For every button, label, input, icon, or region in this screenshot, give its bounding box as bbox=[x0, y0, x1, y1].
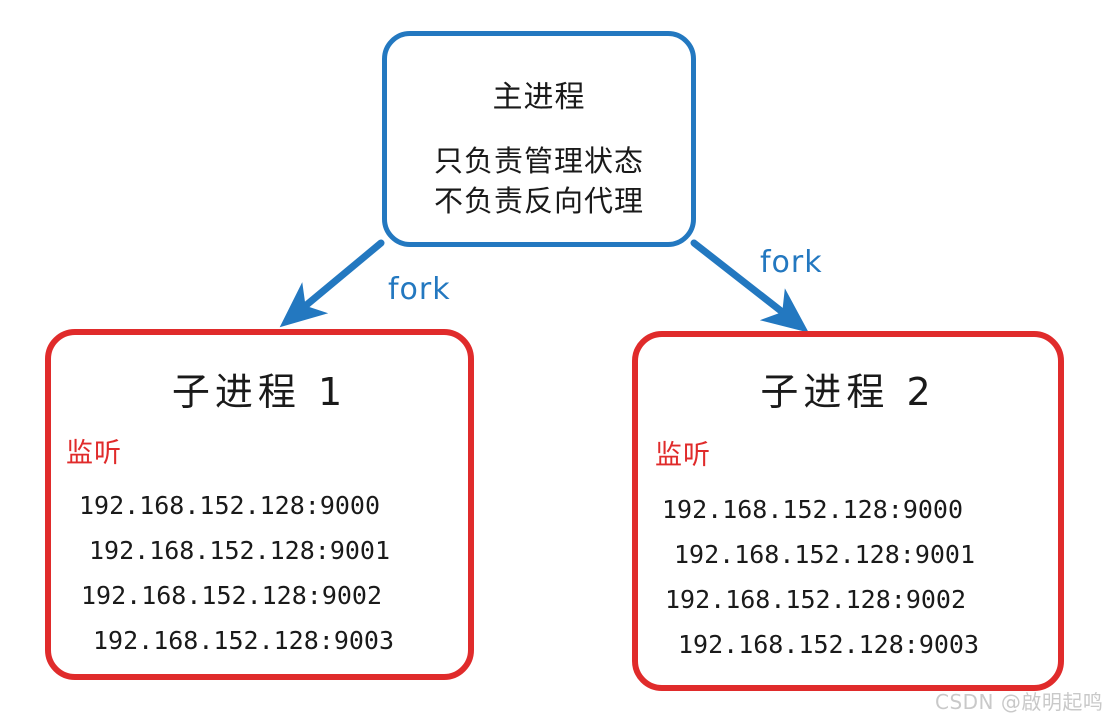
child-process-2-box: 子进程 2 监听 192.168.152.128:9000 192.168.15… bbox=[632, 331, 1064, 691]
child-process-1-listen-label: 监听 bbox=[66, 438, 122, 469]
child-process-2-address-list: 192.168.152.128:9000 192.168.152.128:900… bbox=[638, 487, 1058, 667]
list-item: 192.168.152.128:9002 bbox=[665, 585, 967, 614]
list-item: 192.168.152.128:9001 bbox=[89, 536, 391, 565]
list-item: 192.168.152.128:9002 bbox=[81, 581, 383, 610]
parent-process-title: 主进程 bbox=[492, 80, 586, 115]
child-process-1-address-list: 192.168.152.128:9000 192.168.152.128:900… bbox=[51, 483, 468, 663]
parent-process-box: 主进程 只负责管理状态 不负责反向代理 bbox=[382, 31, 696, 247]
child-process-1-title: 子进程 1 bbox=[171, 370, 348, 414]
csdn-watermark: CSDN @啟明起鸣 bbox=[935, 690, 1104, 714]
child-process-2-listen-label: 监听 bbox=[655, 440, 711, 471]
list-item: 192.168.152.128:9000 bbox=[79, 491, 381, 520]
list-item: 192.168.152.128:9003 bbox=[678, 630, 980, 659]
list-item: 192.168.152.128:9000 bbox=[662, 495, 964, 524]
parent-process-description: 只负责管理状态 不负责反向代理 bbox=[387, 141, 691, 221]
parent-description-line-1: 只负责管理状态 bbox=[433, 144, 644, 178]
parent-description-line-2: 不负责反向代理 bbox=[433, 184, 644, 218]
list-item: 192.168.152.128:9003 bbox=[93, 626, 395, 655]
child-process-2-title: 子进程 2 bbox=[760, 370, 936, 414]
list-item: 192.168.152.128:9001 bbox=[674, 540, 976, 569]
fork-label-right: fork bbox=[760, 245, 823, 280]
arrow-to-child-1 bbox=[279, 239, 385, 328]
fork-label-left: fork bbox=[388, 272, 451, 307]
child-process-1-box: 子进程 1 监听 192.168.152.128:9000 192.168.15… bbox=[45, 329, 474, 680]
